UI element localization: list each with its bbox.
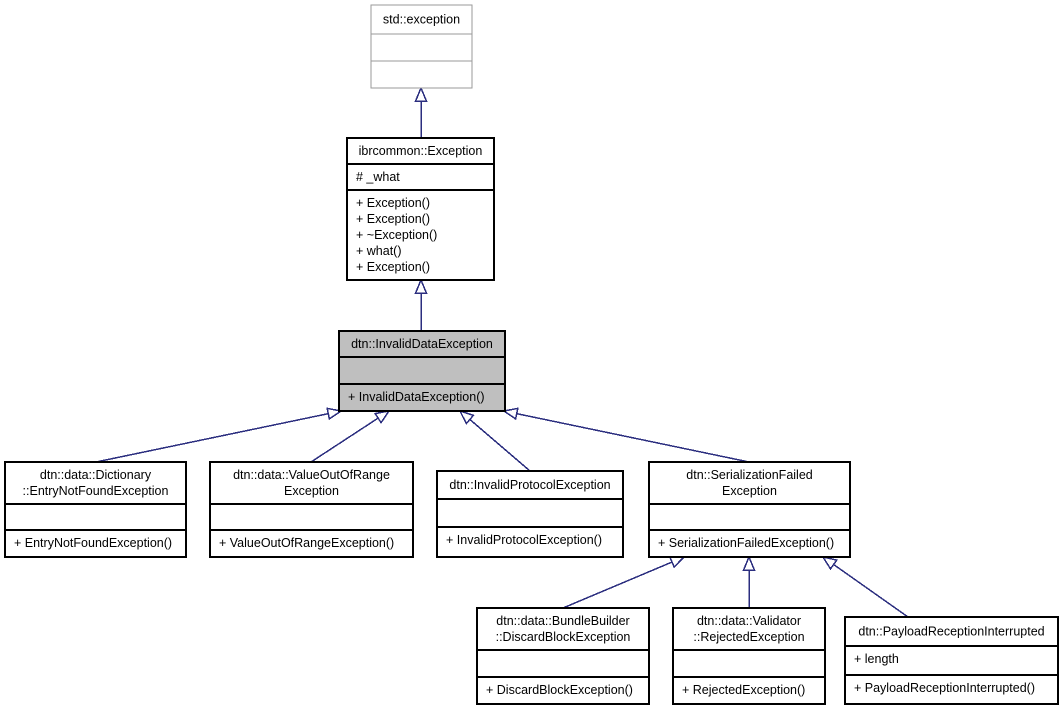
class-method: + Exception() [356,212,430,226]
serializationfailedexception-class[interactable]: dtn::SerializationFailedException+ Seria… [648,461,851,558]
class-title-line: dtn::data::Validator [697,614,801,628]
class-box-frame [476,607,650,705]
edge-line [516,412,750,463]
valueoutofrangeexception-class[interactable]: dtn::data::ValueOutOfRangeException+ Val… [209,461,414,558]
class-box-frame [370,4,473,89]
class-title-line: dtn::PayloadReceptionInterrupted [858,625,1044,639]
generalization-arrowhead-icon [326,407,343,421]
class-title-line: dtn::data::Dictionary [40,468,152,482]
generalization-arrowhead-icon [502,407,519,421]
std-exception-class[interactable]: std::exception [370,4,473,89]
generalization-entrynotfound-to-invaliddata [95,407,343,463]
class-title-line: ::DiscardBlockException [496,630,631,644]
validator-rejectedexception-class[interactable]: dtn::data::Validator::RejectedException+… [672,607,826,705]
generalization-payloadreception-to-serializationfailed [821,555,909,618]
generalization-valueoutofrange-to-invaliddata [310,409,391,463]
class-attribute: + length [854,652,899,666]
generalization-arrowhead-icon [414,278,428,294]
generalization-arrowhead-icon [458,409,475,425]
edge-line [469,418,531,472]
bundlebuilder-discardblockexception-class[interactable]: dtn::data::BundleBuilder::DiscardBlockEx… [476,607,650,705]
class-title-line: dtn::SerializationFailed [686,468,813,482]
class-box-frame [672,607,826,705]
class-title-line: dtn::data::BundleBuilder [496,614,629,628]
dictionary-entrynotfoundexception-class[interactable]: dtn::data::Dictionary::EntryNotFoundExce… [4,461,187,558]
generalization-arrowhead-icon [742,555,756,571]
class-title-line: Exception [284,484,339,498]
generalization-invalidprotocol-to-invaliddata [458,409,531,472]
payloadreceptioninterrupted-class[interactable]: dtn::PayloadReceptionInterrupted+ length… [844,616,1059,705]
class-box-frame [338,330,506,412]
generalization-arrowhead-icon [414,86,428,102]
class-title-line: Exception [722,484,777,498]
class-method: + Exception() [356,196,430,210]
inheritance-edges-layer [95,86,909,618]
class-box-frame [346,137,495,281]
ibrcommon-exception-class[interactable]: ibrcommon::Exception# _what+ Exception()… [346,137,495,281]
invalidprotocolexception-class[interactable]: dtn::InvalidProtocolException+ InvalidPr… [436,470,624,558]
generalization-rejected-to-serializationfailed [742,555,756,608]
class-box-frame [844,616,1059,705]
generalization-ibrcommon-to-stdexception [414,86,428,138]
generalization-arrowhead-icon [373,409,391,424]
edge-line [310,417,379,463]
class-method: + PayloadReceptionInterrupted() [854,681,1035,695]
class-title-line: ::EntryNotFoundException [23,484,169,498]
edge-line [95,412,329,463]
class-title-line: ibrcommon::Exception [359,144,483,158]
class-box-frame [436,470,624,558]
class-method: + DiscardBlockException() [486,683,633,697]
class-title-line: std::exception [383,13,460,27]
class-title-line: dtn::data::ValueOutOfRange [233,468,390,482]
class-attribute: # _what [356,170,400,184]
class-method: + InvalidDataException() [348,390,485,404]
generalization-serializationfailed-to-invaliddata [502,407,750,463]
class-method: + EntryNotFoundException() [14,536,172,550]
edge-line [562,561,673,609]
class-box-frame [209,461,414,558]
generalization-invaliddata-to-ibrcommon [414,278,428,331]
dtn-invaliddataexception-class[interactable]: dtn::InvalidDataException+ InvalidDataEx… [338,330,506,412]
class-method: + SerializationFailedException() [658,536,834,550]
class-title-line: dtn::InvalidProtocolException [449,478,610,492]
edge-line [833,563,909,618]
class-method: + ~Exception() [356,228,437,242]
class-title-line: ::RejectedException [693,630,804,644]
generalization-discardblock-to-serializationfailed [562,556,686,609]
class-method: + RejectedException() [682,683,805,697]
class-title-line: dtn::InvalidDataException [351,337,493,351]
class-method: + Exception() [356,260,430,274]
generalization-arrowhead-icon [668,556,686,569]
generalization-arrowhead-icon [821,555,838,571]
class-method: + InvalidProtocolException() [446,533,602,547]
class-box-frame [4,461,187,558]
class-box-frame [648,461,851,558]
class-method: + what() [356,244,402,258]
class-method: + ValueOutOfRangeException() [219,536,394,550]
